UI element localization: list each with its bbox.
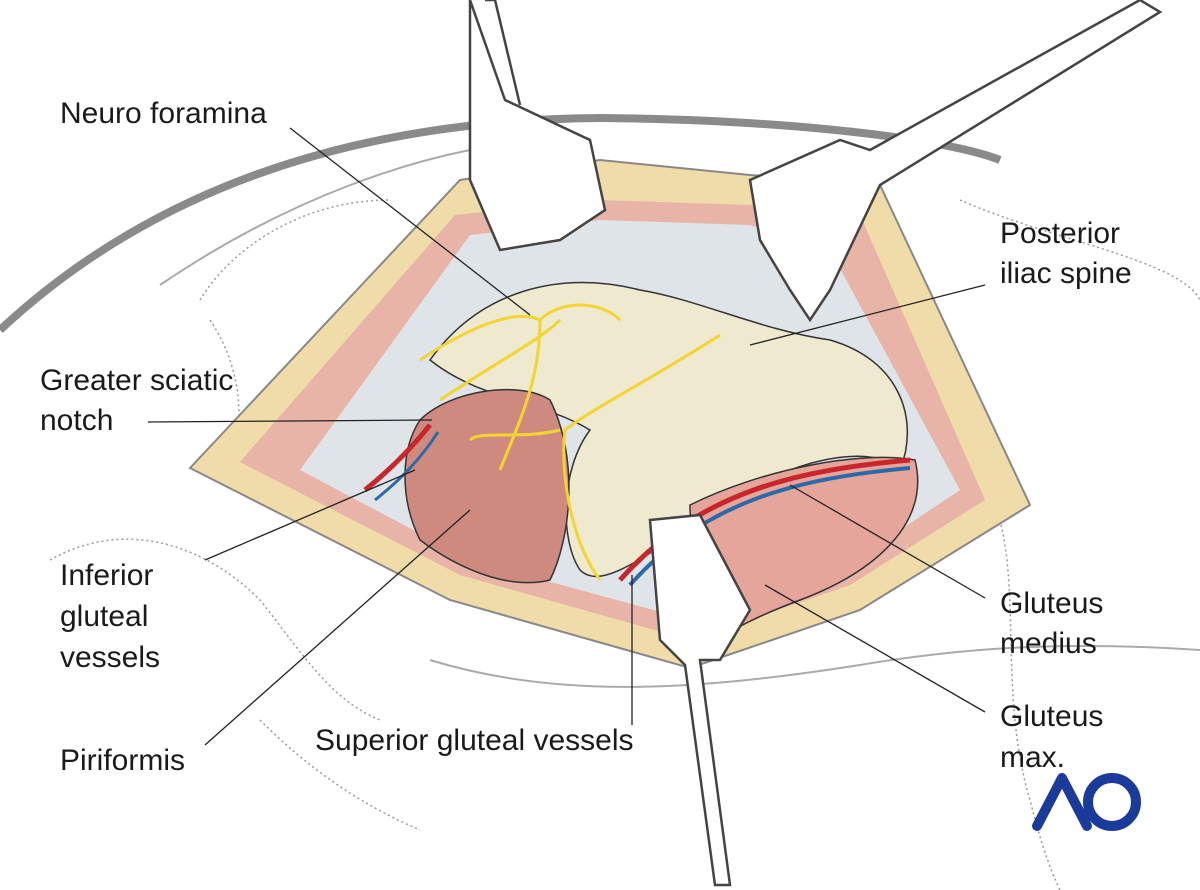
label-posterior-iliac-spine-2: iliac spine bbox=[1000, 257, 1132, 290]
body-contour-inner bbox=[159, 149, 471, 286]
retractors bbox=[468, 0, 1163, 887]
label-superior-gluteal-vessels: Superior gluteal vessels bbox=[315, 724, 634, 757]
inferior-gluteal-vein bbox=[374, 431, 440, 502]
ao-logo bbox=[1032, 773, 1141, 831]
label-gluteus-max-1: Gluteus bbox=[1000, 700, 1104, 733]
label-greater-sciatic-notch-2: notch bbox=[40, 404, 114, 437]
leader-lines bbox=[147, 127, 986, 746]
label-inferior-gluteal-vessels-2: gluteal bbox=[60, 600, 149, 633]
label-piriformis: Piriformis bbox=[60, 744, 185, 777]
label-posterior-iliac-spine-1: Posterior bbox=[1000, 217, 1121, 250]
piriformis-muscle bbox=[404, 388, 570, 584]
label-neuro-foramina: Neuro foramina bbox=[60, 97, 267, 130]
sacral-nerves bbox=[419, 303, 721, 581]
body-contour-lower bbox=[429, 644, 1200, 688]
label-greater-sciatic-notch-1: Greater sciatic bbox=[40, 364, 234, 397]
label-inferior-gluteal-vessels-3: vessels bbox=[60, 641, 161, 674]
iliac-bone bbox=[428, 281, 908, 578]
label-gluteus-max-2: max. bbox=[1000, 741, 1066, 774]
dotted-bone-outline bbox=[49, 199, 1200, 890]
label-gluteus-medius-1: Gluteus bbox=[1000, 587, 1104, 620]
inferior-gluteal-artery bbox=[363, 423, 432, 492]
label-gluteus-medius-2: medius bbox=[1000, 627, 1097, 660]
label-inferior-gluteal-vessels-1: Inferior bbox=[60, 559, 154, 592]
